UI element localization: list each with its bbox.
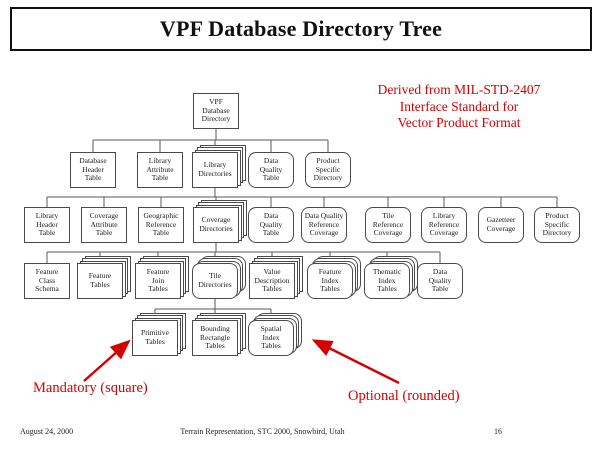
legend-mandatory-label: Mandatory (square) <box>33 380 148 396</box>
legend-optional-label: Optional (rounded) <box>348 388 460 404</box>
page-title: VPF Database Directory Tree <box>159 16 443 41</box>
title-box: VPF Database Directory Tree <box>10 7 592 51</box>
annotation-line: Derived from MIL-STD-2407 <box>377 82 541 97</box>
footer-center: Terrain Representation, STC 2000, Snowbi… <box>180 427 345 436</box>
footer-date: August 24, 2000 <box>20 427 74 436</box>
annotation-line: Interface Standard for <box>399 98 519 114</box>
annotation-line: Vector Product Format <box>397 115 521 130</box>
footer-page-number: 16 <box>494 427 502 436</box>
annotation-note: Derived from MIL-STD-2407 Interface Stan… <box>336 82 582 132</box>
